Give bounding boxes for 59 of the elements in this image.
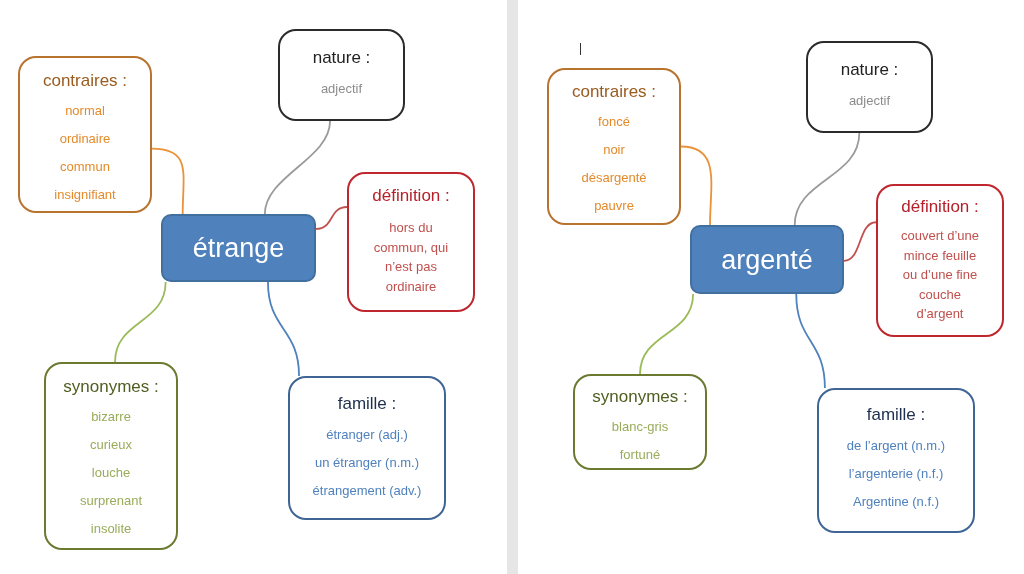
connector-curve bbox=[263, 120, 331, 215]
entry-text: désargenté bbox=[580, 169, 648, 187]
entry-text: Argentine (n.f.) bbox=[852, 493, 940, 511]
category-heading: synonymes : bbox=[591, 386, 689, 408]
entry-text: curieux bbox=[89, 436, 133, 454]
entry-text: louche bbox=[90, 464, 132, 482]
entry-text: adjectif bbox=[847, 92, 892, 110]
category-box bbox=[288, 376, 446, 520]
category-box bbox=[44, 362, 178, 550]
entry-text: blanc-gris bbox=[610, 418, 670, 436]
category-heading: contraires : bbox=[570, 81, 658, 103]
entry-text: étranger (adj.) bbox=[325, 426, 409, 444]
entry-text: surprenant bbox=[78, 492, 144, 510]
topic-box bbox=[161, 214, 316, 282]
entry-text: noir bbox=[602, 141, 626, 159]
category-box bbox=[18, 56, 152, 213]
connector-curve bbox=[639, 293, 694, 375]
category-box bbox=[876, 184, 1004, 337]
topic-word: argenté bbox=[721, 243, 813, 277]
connector-curve bbox=[151, 147, 185, 215]
category-heading: famille : bbox=[865, 404, 927, 426]
category-heading: synonymes : bbox=[62, 376, 160, 398]
category-box bbox=[547, 68, 681, 225]
entry-text: commun bbox=[59, 158, 111, 176]
entry-text: ordinaire bbox=[58, 130, 112, 148]
definition-text: hors du commun, qui n’est pas ordinaire bbox=[372, 219, 450, 296]
entry-text: insolite bbox=[89, 520, 133, 538]
category-heading: famille : bbox=[336, 393, 398, 415]
category-box bbox=[278, 29, 405, 121]
definition-text: couvert d’une mince feuille ou d’une fine couche d’argent bbox=[899, 227, 981, 323]
category-box bbox=[806, 41, 933, 133]
category-box bbox=[573, 374, 707, 470]
connector-curve bbox=[795, 293, 826, 389]
entry-text: adjectif bbox=[319, 80, 364, 98]
entry-text: fortuné bbox=[618, 446, 662, 464]
category-box bbox=[347, 172, 475, 312]
category-heading: définition : bbox=[371, 185, 451, 207]
entry-text: un étranger (n.m.) bbox=[313, 454, 420, 472]
entry-text: pauvre bbox=[593, 197, 635, 215]
entry-text: étrangement (adv.) bbox=[311, 482, 423, 500]
category-box bbox=[817, 388, 975, 533]
entry-text: insignifiant bbox=[53, 186, 117, 204]
category-heading: définition : bbox=[900, 196, 980, 218]
entry-text: l’argenterie (n.f.) bbox=[847, 465, 945, 483]
connector-curve bbox=[680, 145, 713, 226]
category-heading: contraires : bbox=[41, 70, 129, 92]
connector-curve bbox=[114, 281, 167, 363]
entry-text: normal bbox=[64, 102, 106, 120]
topic-box bbox=[690, 225, 844, 294]
topic-word: étrange bbox=[192, 232, 285, 265]
category-heading: nature : bbox=[311, 47, 372, 69]
connector-curve bbox=[267, 281, 300, 377]
category-heading: nature : bbox=[839, 59, 900, 81]
connector-curve bbox=[843, 221, 877, 262]
connector-curve bbox=[793, 132, 861, 226]
entry-text: de l’argent (n.m.) bbox=[845, 437, 947, 455]
entry-text: bizarre bbox=[90, 408, 132, 426]
entry-text: foncé bbox=[597, 113, 631, 131]
connector-curve bbox=[315, 206, 348, 230]
